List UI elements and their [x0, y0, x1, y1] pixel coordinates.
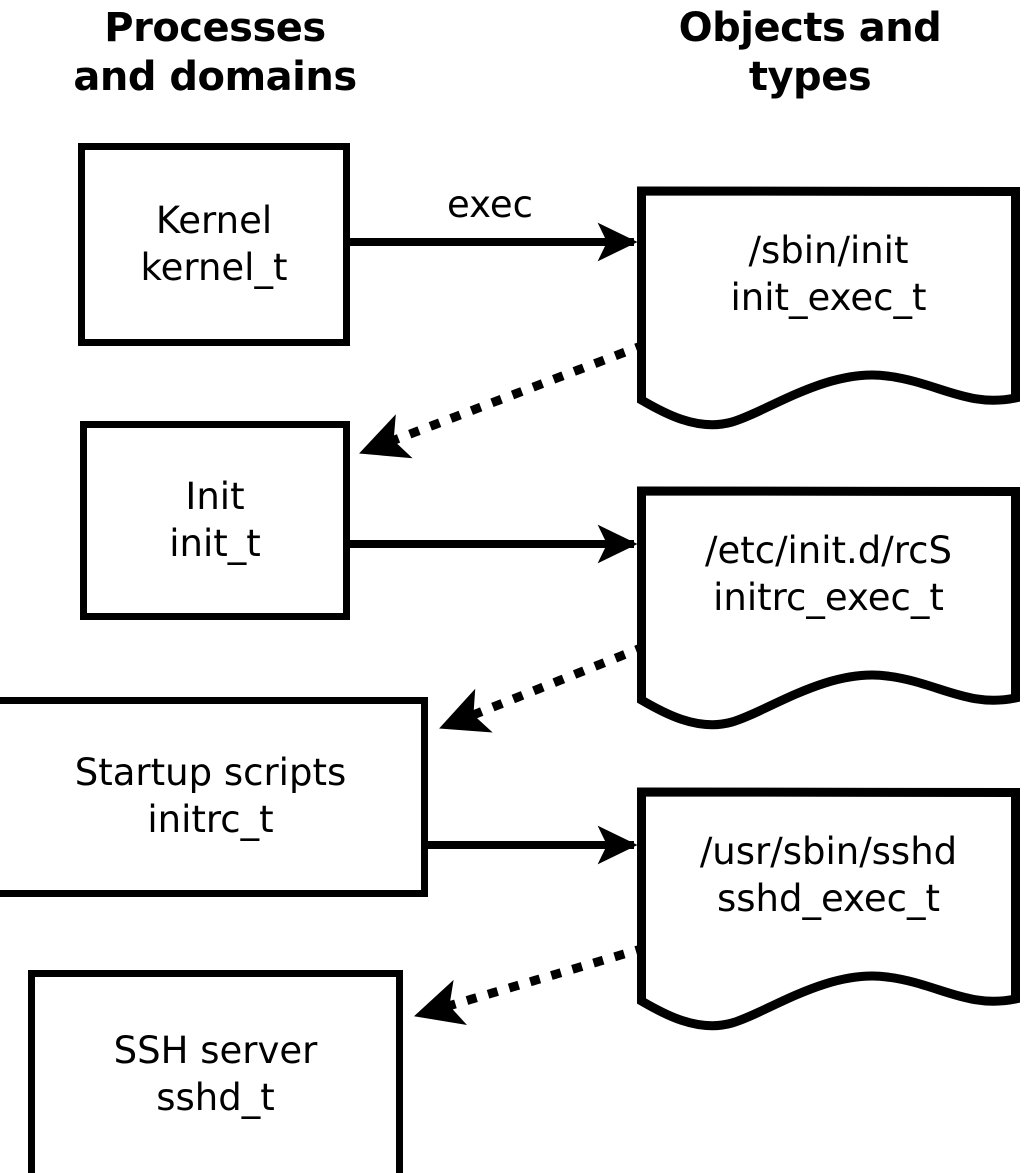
- object-path-usr-sbin-sshd: /usr/sbin/sshd: [699, 830, 958, 873]
- edge-initexec-transition-init: [357, 340, 647, 459]
- edge-sshdexec-transition-sshd: [412, 943, 647, 1026]
- object-path-etc-initd-rcs: /etc/init.d/rcS: [704, 529, 952, 572]
- process-type-kernel: kernel_t: [140, 245, 288, 289]
- process-box-startup-scripts[interactable]: Startup scripts initrc_t: [0, 697, 428, 897]
- process-title-kernel: Kernel: [155, 198, 273, 242]
- edge-label-exec: exec: [447, 183, 533, 226]
- process-type-initrc: initrc_t: [147, 798, 274, 841]
- object-type-initrc-exec-t: initrc_exec_t: [713, 576, 944, 619]
- edge-initrcexec-transition-initrc: [437, 642, 647, 733]
- object-node-sbin-init[interactable]: /sbin/init init_exec_t: [637, 186, 1020, 436]
- column-header-objects-and-types: Objects and types: [678, 5, 942, 100]
- document-shape-icon: [637, 787, 1020, 1031]
- process-title-sshd: SSH server: [113, 1029, 318, 1073]
- process-box-init[interactable]: Init init_t: [80, 421, 350, 620]
- object-path-sbin-init: /sbin/init: [748, 229, 909, 272]
- process-type-init: init_t: [169, 521, 261, 565]
- object-node-etc-initd-rcs[interactable]: /etc/init.d/rcS initrc_exec_t: [637, 486, 1020, 736]
- document-shape-icon: [637, 486, 1020, 730]
- object-type-sshd-exec-t: sshd_exec_t: [717, 877, 940, 920]
- process-box-ssh-server[interactable]: SSH server sshd_t: [28, 970, 403, 1173]
- process-type-sshd: sshd_t: [156, 1076, 275, 1119]
- object-node-usr-sbin-sshd[interactable]: /usr/sbin/sshd sshd_exec_t: [637, 787, 1020, 1037]
- process-title-initrc: Startup scripts: [74, 751, 347, 795]
- column-header-processes-and-domains: Processes and domains: [73, 5, 357, 100]
- object-type-init-exec-t: init_exec_t: [730, 276, 927, 319]
- document-shape-icon: [637, 186, 1020, 430]
- process-title-init: Init: [185, 474, 245, 518]
- process-box-kernel[interactable]: Kernel kernel_t: [78, 143, 350, 346]
